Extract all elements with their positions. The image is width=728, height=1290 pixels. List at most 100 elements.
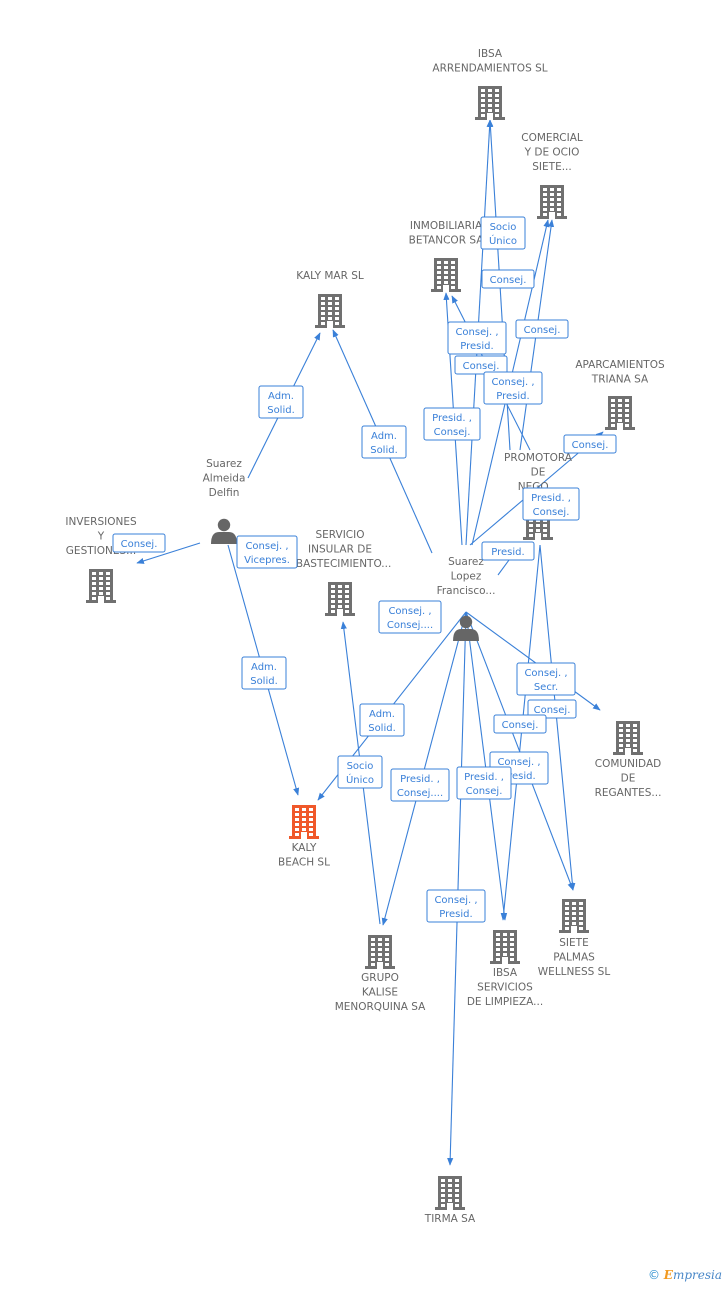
edge-label-line: Presid. (460, 341, 493, 352)
node-label-line: IBSA (493, 967, 518, 979)
edge-label-line: Consej. (463, 361, 500, 372)
node-label-line: KALY (292, 842, 317, 854)
edge-label-2[interactable]: Consej. ,Presid. (447, 321, 507, 355)
edge-line-18 (136, 542, 201, 564)
edge-label-box (112, 533, 166, 553)
edge-label-box (480, 216, 526, 250)
person-icon (211, 518, 237, 544)
node-tirma[interactable]: TIRMA SA (424, 1176, 476, 1225)
edge-label-text: Consej. (534, 705, 571, 716)
edge-label-5[interactable]: Consej. (515, 319, 569, 339)
edge-label-13[interactable]: Presid. (481, 541, 535, 561)
edge-label-line: Presid. (502, 771, 535, 782)
edge-label-box (522, 487, 580, 521)
edge-label-line: Presid. , (400, 774, 440, 785)
edge-label-line: Consej.... (397, 788, 443, 799)
node-label-line: DE LIMPIEZA... (467, 996, 543, 1008)
node-label-line: Suarez (448, 556, 484, 568)
node-ibsa-arr[interactable]: IBSA ARRENDAMIENTOS SL (432, 48, 548, 120)
edge-label-9[interactable]: Consej. (563, 434, 617, 454)
edge-label-23[interactable]: Presid. ,Consej. (456, 766, 512, 800)
edge-label-line: Consej. (490, 275, 527, 286)
node-kaly-beach[interactable]: KALY BEACH SL (278, 805, 330, 869)
edge-label-box (563, 434, 617, 454)
edge-label-box (483, 371, 543, 405)
node-label-line: IBSA (478, 48, 503, 60)
edge-label-box (515, 319, 569, 339)
edge-label-6[interactable]: Adm.Solid. (258, 385, 304, 419)
edge-label-11[interactable]: Consej. (112, 533, 166, 553)
node-label-line: COMUNIDAD (595, 758, 661, 770)
node-label-line: ARRENDAMIENTOS SL (432, 63, 547, 75)
node-label-line: REGANTES... (595, 787, 662, 799)
edge-label-19[interactable]: Consej. (493, 714, 547, 734)
edge-label-line: Consej. (534, 705, 571, 716)
edge-label-box (337, 755, 383, 789)
edge-label-line: Presid. (439, 909, 472, 920)
edge-label-line: Consej. (434, 427, 471, 438)
edge-label-line: Solid. (368, 723, 396, 734)
building-icon (289, 805, 319, 839)
edge-label-12[interactable]: Consej. ,Vicepres. (236, 535, 298, 569)
edge-label-3[interactable]: Consej. (454, 355, 508, 375)
building-icon (431, 258, 461, 292)
edge-label-14[interactable]: Consej. , Consej.... (378, 600, 442, 634)
edge-label-7[interactable]: Presid. ,Consej. (423, 407, 481, 441)
edge-label-text: Consej. ,Presid. (434, 895, 477, 920)
edge-label-8[interactable]: Adm.Solid. (361, 425, 407, 459)
edge-label-text: Consej. (463, 361, 500, 372)
node-label-line: PALMAS (553, 952, 595, 964)
edge-label-box (378, 600, 442, 634)
edge-label-10[interactable]: Presid. ,Consej. (522, 487, 580, 521)
node-kaly-mar[interactable]: KALY MAR SL (296, 270, 364, 328)
edge-label-24[interactable]: Consej. ,Presid. (426, 889, 486, 923)
edge-label-box (426, 889, 486, 923)
edge-label-17[interactable]: Consej. (527, 699, 577, 719)
node-label-line: Almeida (203, 473, 246, 485)
edge-label-text: Consej. ,Presid. (497, 757, 540, 782)
node-label-line: SIETE (559, 937, 588, 949)
edge-label-line: Adm. (251, 662, 277, 673)
building-icon (475, 86, 505, 120)
node-siete-palmas[interactable]: SIETE PALMAS WELLNESS SL (538, 899, 611, 978)
edge-label-18[interactable]: Adm.Solid. (359, 703, 405, 737)
edge-label-line: Único (489, 234, 517, 247)
edge-label-line: Adm. (371, 431, 397, 442)
edge-label-box (447, 321, 507, 355)
edge-label-line: Consej. , (388, 606, 431, 617)
edge-label-15[interactable]: Adm.Solid. (241, 656, 287, 690)
edge-label-box (241, 656, 287, 690)
node-label-line: Y (97, 531, 105, 543)
edge-label-22[interactable]: Presid. , Consej.... (390, 768, 450, 802)
edge-label-16[interactable]: Consej. ,Secr. (516, 662, 576, 696)
node-label-line: BEACH SL (278, 857, 330, 869)
node-label-line: PROMOTORA (504, 452, 573, 464)
node-label-line: TRIANA SA (591, 374, 649, 386)
edge-label-line: Consej. (524, 325, 561, 336)
edge-label-text: Presid. ,Consej. (432, 413, 472, 438)
edge-label-line: Presid. , (464, 772, 504, 783)
edge-label-text: Consej. ,Secr. (524, 668, 567, 693)
edge-label-line: Presid. (491, 547, 524, 558)
edge-label-text: Consej. , Consej.... (387, 606, 433, 631)
edge-line-11 (447, 611, 467, 1166)
edge-label-4[interactable]: Consej. ,Presid. (483, 371, 543, 405)
edge-label-line: Consej.... (387, 620, 433, 631)
edge-label-1[interactable]: Consej. (481, 269, 535, 289)
node-label-line: WELLNESS SL (538, 966, 611, 978)
